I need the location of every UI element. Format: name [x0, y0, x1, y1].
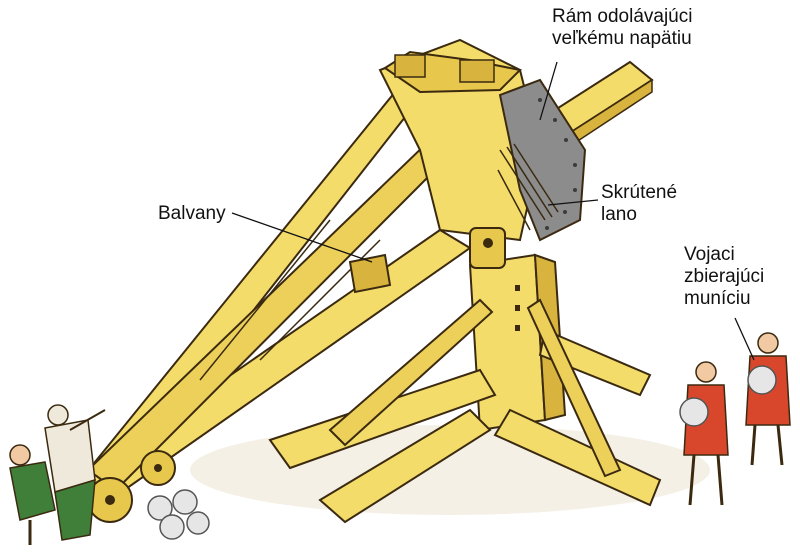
leader-soldiers	[734, 317, 755, 361]
winch-drum-right	[459, 59, 495, 83]
label-boulders-line1: Balvany	[158, 203, 226, 224]
label-rope-line1: Skrútené	[601, 182, 678, 203]
winding-wheel-back	[140, 450, 176, 486]
label-frame: Rám odolávajúci veľkému napätiu	[552, 6, 692, 50]
leader-rope	[547, 199, 599, 206]
metal-plate	[498, 78, 587, 242]
label-soldiers-line3: muníciu	[684, 288, 751, 309]
stone-pile	[147, 489, 210, 540]
plate-rivets	[538, 98, 577, 230]
boulder-cradle	[348, 253, 392, 294]
label-soldiers-line1: Vojaci	[684, 244, 735, 265]
diagonal-strut-left	[328, 298, 494, 447]
diagonal-strut-right	[526, 298, 622, 478]
twisted-rope	[497, 143, 559, 231]
base-leg-left	[268, 368, 497, 470]
central-post	[468, 253, 547, 432]
soldier-winch-1	[9, 444, 56, 545]
base-leg-front	[318, 408, 492, 524]
pivot-bracket	[469, 227, 506, 269]
label-soldiers: Vojaci zbierajúci muníciu	[684, 244, 764, 310]
post-holes	[515, 285, 520, 331]
label-rope: Skrútené lano	[601, 182, 677, 226]
winch-drum-left	[394, 54, 426, 78]
soldier-collecting-2	[745, 332, 791, 466]
base-leg-back	[538, 328, 652, 397]
leader-frame	[539, 61, 558, 121]
label-soldiers-line2: zbierajúci	[684, 266, 765, 287]
beam-brace-1	[199, 219, 331, 381]
pivot-hole	[483, 238, 493, 248]
label-frame-line2: veľkému napätiu	[552, 28, 692, 49]
soldier-winch-2	[44, 404, 106, 541]
label-frame-line1: Rám odolávajúci	[552, 6, 693, 27]
soldier-collecting-1	[679, 361, 729, 506]
label-rope-line2: lano	[601, 204, 637, 225]
label-boulders: Balvany	[158, 203, 226, 225]
leader-boulders	[231, 212, 373, 263]
